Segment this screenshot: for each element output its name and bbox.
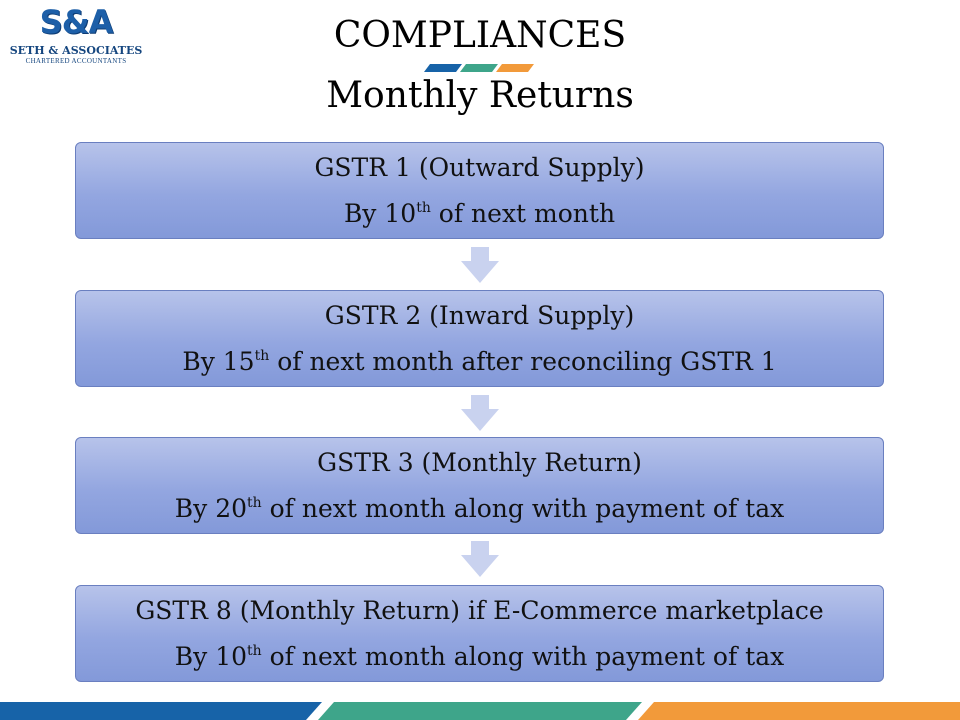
divider-stripe-blue xyxy=(424,64,462,72)
down-arrow-icon xyxy=(461,541,499,577)
logo-company-subtitle: CHARTERED ACCOUNTANTS xyxy=(25,57,127,65)
down-arrow-icon xyxy=(461,247,499,283)
logo-company-name: SETH & ASSOCIATES xyxy=(9,44,143,57)
page-title: COMPLIANCES xyxy=(333,15,627,56)
step-deadline: By 15th of next month after reconciling … xyxy=(182,346,777,376)
step-box-gstr3: GSTR 3 (Monthly Return) By 20th of next … xyxy=(75,437,884,534)
step-title: GSTR 3 (Monthly Return) xyxy=(317,447,642,477)
divider-stripe-green xyxy=(460,64,498,72)
page-subtitle: Monthly Returns xyxy=(326,75,634,116)
step-title: GSTR 8 (Monthly Return) if E-Commerce ma… xyxy=(135,595,824,625)
step-box-gstr2: GSTR 2 (Inward Supply) By 15th of next m… xyxy=(75,290,884,387)
title-divider-stripes xyxy=(424,64,534,72)
footer-stripe-blue xyxy=(0,702,322,720)
step-deadline: By 10th of next month along with payment… xyxy=(174,641,785,671)
step-deadline: By 20th of next month along with payment… xyxy=(174,493,785,523)
company-logo: S&A SETH & ASSOCIATES CHARTERED ACCOUNTA… xyxy=(6,4,146,70)
footer-stripes xyxy=(0,702,960,720)
logo-mark: S&A xyxy=(39,3,114,41)
step-box-gstr8: GSTR 8 (Monthly Return) if E-Commerce ma… xyxy=(75,585,884,682)
step-box-gstr1: GSTR 1 (Outward Supply) By 10th of next … xyxy=(75,142,884,239)
down-arrow-icon xyxy=(461,395,499,431)
step-title: GSTR 2 (Inward Supply) xyxy=(324,300,635,330)
footer-stripe-orange xyxy=(638,702,960,720)
footer-stripe-green xyxy=(318,702,642,720)
step-deadline: By 10th of next month xyxy=(343,198,616,228)
divider-stripe-orange xyxy=(496,64,534,72)
step-title: GSTR 1 (Outward Supply) xyxy=(314,152,645,182)
